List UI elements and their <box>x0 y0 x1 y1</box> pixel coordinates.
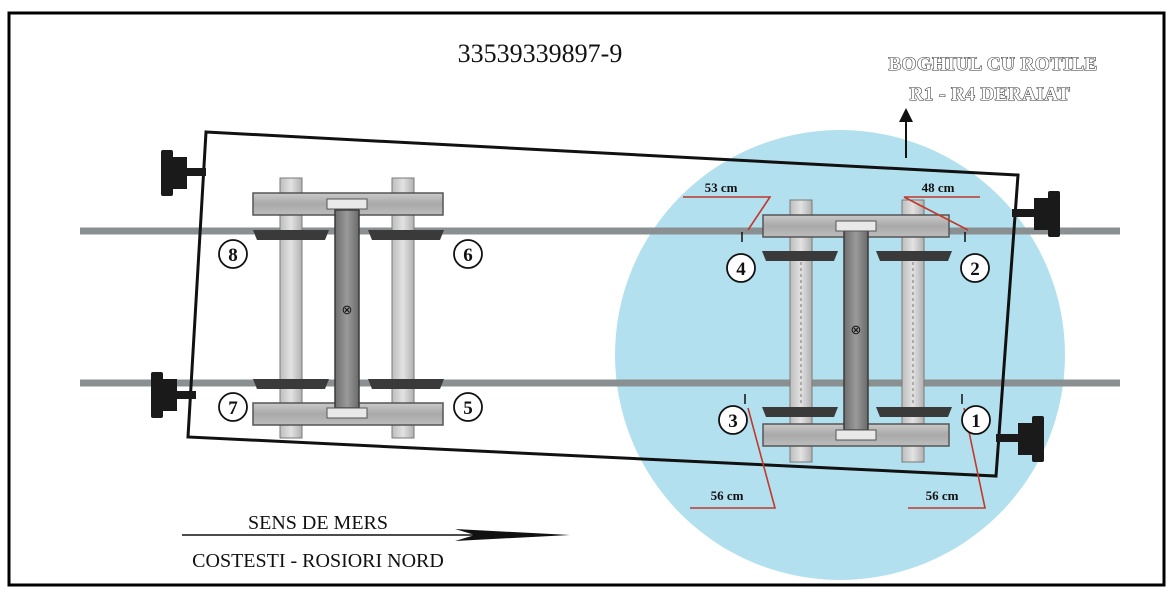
measurement-leaders <box>683 196 986 509</box>
wheel-number-circles <box>218 239 991 435</box>
bolster-pad-right-top <box>835 220 877 232</box>
measurement-wheel3: 56 cm <box>711 488 744 503</box>
bolster-left <box>334 209 360 409</box>
buffer-left-bottom <box>151 372 196 418</box>
measurement-wheel2: 48 cm <box>922 180 955 195</box>
leader-wheel3 <box>690 407 777 509</box>
derailed-label-line2: R1 - R4 DERAIAT <box>910 84 1071 105</box>
wheel-7 <box>253 379 329 389</box>
measurement-wheel1: 56 cm <box>926 488 959 503</box>
measurement-wheel4: 53 cm <box>705 180 738 195</box>
wagon-body-outline <box>186 130 1020 478</box>
wheel-label-6: 6 <box>463 245 473 266</box>
bogie-left <box>252 177 444 439</box>
bolster-pad-left-bottom <box>326 407 368 419</box>
direction-line2: COSTESTI - ROSIORI NORD <box>192 550 444 572</box>
bolster-pad-left-top <box>326 198 368 210</box>
wheel-label-4: 4 <box>736 259 746 280</box>
wheel-6 <box>368 230 444 240</box>
wheel-label-1: 1 <box>971 411 981 432</box>
direction-arrow-head <box>455 529 570 541</box>
wheel-label-8: 8 <box>228 245 238 266</box>
pointer-arrow-head <box>899 108 913 122</box>
buffer-right-top <box>1012 191 1060 237</box>
wheel-5 <box>368 379 444 389</box>
wheel-label-2: 2 <box>970 259 980 280</box>
wheel-4 <box>762 251 838 261</box>
pivot-symbol-right: ⊗ <box>851 322 862 337</box>
bolster-pad-right-bottom <box>835 429 877 441</box>
leader-wheel1 <box>908 407 986 509</box>
axle-left-b <box>391 177 415 439</box>
buffer-left-top <box>161 150 206 196</box>
highlight-circle <box>615 130 1065 580</box>
leader-wheel2 <box>903 196 980 231</box>
wheel-1 <box>876 407 952 417</box>
wheel-3 <box>762 407 838 417</box>
pivot-symbol-left: ⊗ <box>342 302 353 317</box>
axle-left-a <box>279 177 303 439</box>
image-border <box>7 11 1166 587</box>
buffer-right-bottom <box>996 416 1044 462</box>
wheel-8 <box>253 230 329 240</box>
derailed-label-line1: BOGHIUL CU ROTILE <box>888 54 1097 75</box>
bogie-right <box>762 199 952 463</box>
wheel-label-5: 5 <box>463 398 473 419</box>
wheel-label-3: 3 <box>728 411 738 432</box>
wheel-label-7: 7 <box>228 398 238 419</box>
wheel-2 <box>876 251 952 261</box>
measurement-ticks <box>741 232 966 404</box>
leader-wheel4 <box>683 196 772 231</box>
direction-line1: SENS DE MERS <box>248 512 388 534</box>
wagon-number: 33539339897-9 <box>458 39 623 68</box>
